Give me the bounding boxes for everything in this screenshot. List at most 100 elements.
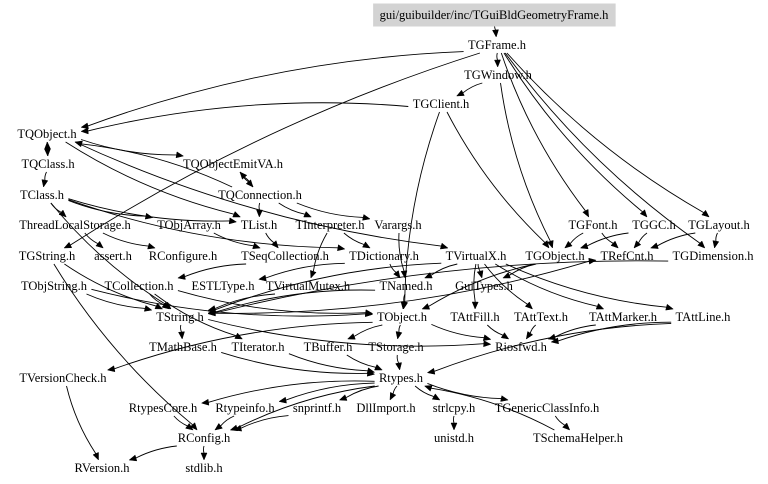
graph-node[interactable]: RtypesCore.h [129,401,198,415]
edge-TCollection-to-TString [149,293,164,306]
graph-node[interactable]: Varargs.h [374,218,422,232]
edge-TGFont-to-TGObject [569,232,584,244]
graph-node[interactable]: TGWindow.h [464,68,533,82]
edge-TGenericClassInfo-to-TSchemaHelper [554,415,565,426]
graph-node[interactable]: Rtypes.h [379,371,424,385]
graph-node[interactable]: unistd.h [434,431,475,445]
graph-node[interactable]: TObjArray.h [157,218,222,232]
graph-node[interactable]: DllImport.h [356,401,416,415]
graph-node[interactable]: TString.h [156,310,204,324]
node-label: TQConnection.h [218,188,302,202]
graph-node[interactable]: ESTLType.h [192,279,256,293]
graph-node[interactable]: TGObject.h [525,249,585,263]
edge-TObjArray-to-TSeqCollection [213,232,254,247]
graph-node[interactable]: TObjString.h [21,279,88,293]
edge-TGObject-to-TObject [428,263,535,307]
graph-node[interactable]: TGDimension.h [673,249,755,263]
node-label: TString.h [156,310,204,324]
graph-node[interactable]: TIterator.h [231,340,285,354]
arrowhead-icon [424,272,433,279]
graph-node[interactable]: TAttFill.h [450,310,500,324]
arrowhead-icon [562,422,571,431]
arrowhead-icon [500,395,509,402]
graph-node[interactable]: TCollection.h [104,279,174,293]
edge-TInterpreter-to-TDictionary [343,232,365,245]
graph-node[interactable]: TMathBase.h [149,340,217,354]
node-label: TGFont.h [569,218,619,232]
graph-node[interactable]: TInterpreter.h [295,218,365,232]
arrowhead-icon [502,272,511,279]
edge-TObject-to-Riosfwd [431,323,485,339]
graph-node[interactable]: TBuffer.h [304,340,353,354]
graph-node[interactable]: TAttLine.h [676,310,732,324]
edge-TGFrame-to-TGString [70,52,481,246]
node-label: ThreadLocalStorage.h [19,218,131,232]
arrowhead-icon [389,392,397,401]
arrowhead-icon [483,340,492,348]
graph-node[interactable]: RConfig.h [178,431,231,445]
root-node[interactable]: gui/guibuilder/inc/TGuiBldGeometryFrame.… [373,3,616,27]
graph-node[interactable]: TGFont.h [569,218,619,232]
graph-node[interactable]: TList.h [241,218,278,232]
arrowhead-icon [303,211,312,218]
node-label: strlcpy.h [433,401,476,415]
arrowhead-icon [701,209,710,218]
arrowhead-icon [232,211,241,218]
graph-node[interactable]: TQObjectEmitVA.h [183,157,284,171]
graph-node[interactable]: strlcpy.h [433,401,476,415]
graph-node[interactable]: Riosfwd.h [495,340,547,354]
edge-TGFrame-to-TGGC [503,52,643,213]
node-label: DllImport.h [356,401,416,415]
node-label: gui/guibuilder/inc/TGuiBldGeometryFrame.… [380,8,610,22]
graph-node[interactable]: TQClass.h [21,157,75,171]
arrowhead-icon [547,240,554,249]
edge-TAttText-to-Riosfwd [529,324,536,334]
graph-node[interactable]: TVersionCheck.h [19,371,107,385]
edge-Rtypeinfo-to-RConfig [220,415,235,427]
edge-TQClass-to-TQObject [47,148,49,157]
graph-node[interactable]: TGenericClassInfo.h [495,401,600,415]
graph-node[interactable]: TAttMarker.h [589,310,658,324]
node-label: snprintf.h [293,401,342,415]
node-label: TAttMarker.h [589,310,658,324]
edge-TQConnection-to-TQObject [81,143,233,188]
graph-node[interactable]: TRefCnt.h [600,249,654,263]
graph-node[interactable]: TGGC.h [632,218,676,232]
node-label: TCollection.h [104,279,174,293]
graph-node[interactable]: TClass.h [20,188,65,202]
node-label: TVirtualX.h [446,249,507,263]
graph-node[interactable]: TGFrame.h [468,38,527,52]
node-label: TGClient.h [413,97,470,111]
graph-node[interactable]: TQConnection.h [218,188,302,202]
graph-node[interactable]: TStorage.h [368,340,424,354]
graph-node[interactable]: TAttText.h [514,310,569,324]
edge-TQConnection-to-TQObjectEmitVA [244,176,254,188]
graph-node[interactable]: TGClient.h [413,97,470,111]
graph-node[interactable]: assert.h [94,249,133,263]
graph-node[interactable]: RVersion.h [75,461,131,475]
graph-node[interactable]: stdlib.h [185,461,223,475]
graph-node[interactable]: TSchemaHelper.h [533,431,624,445]
graph-node[interactable]: TVirtualX.h [446,249,507,263]
graph-node[interactable]: TGLayout.h [688,218,750,232]
edge-RConfig-to-stdlib [203,445,205,454]
edge-Rtypes-to-Rtypeinfo [285,382,375,401]
arrowhead-icon [185,422,194,431]
graph-node[interactable]: snprintf.h [293,401,342,415]
graph-node[interactable]: TDictionary.h [349,249,419,263]
edge-TGFrame-to-TGDimension [504,52,701,244]
graph-node[interactable]: TNamed.h [379,279,433,293]
graph-node[interactable]: GuiTypes.h [455,279,514,293]
graph-node[interactable]: Rtypeinfo.h [215,401,275,415]
graph-node[interactable]: TGString.h [19,249,76,263]
graph-node[interactable]: ThreadLocalStorage.h [19,218,131,232]
edge-TQConnection-to-TList [258,202,261,211]
graph-node[interactable]: RConfigure.h [149,249,218,263]
graph-node[interactable]: TObject.h [377,310,428,324]
graph-node[interactable]: TQObject.h [17,127,77,141]
graph-node[interactable]: TSeqCollection.h [241,249,330,263]
edge-TVirtualX-to-GuiTypes [477,263,481,272]
edge-TNamed-to-TString [214,289,376,313]
arrowhead-icon [525,331,534,340]
graph-node[interactable]: TVirtualMutex.h [266,279,351,293]
